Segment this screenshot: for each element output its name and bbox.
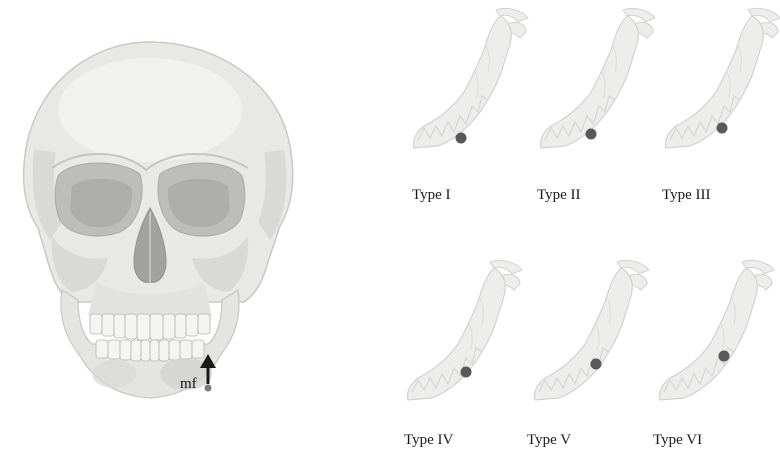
mf-label: mf xyxy=(180,376,197,392)
mandible-type-1: Type I xyxy=(412,8,528,203)
mental-foramen-dot xyxy=(717,123,728,134)
mandible-type-5: Type V xyxy=(527,260,649,448)
type-label: Type III xyxy=(662,187,711,203)
mandible-type-3: Type III xyxy=(662,8,780,203)
type-label: Type II xyxy=(537,187,581,203)
lower-teeth xyxy=(96,340,204,361)
mental-foramen-dot xyxy=(586,129,597,140)
type-label: Type V xyxy=(527,432,571,448)
mental-foramen-dot xyxy=(719,351,730,362)
mental-foramen-dot xyxy=(461,367,472,378)
mandible-type-4: Type IV xyxy=(404,260,522,448)
type-label: Type I xyxy=(412,187,451,203)
chin-shadow-left xyxy=(92,360,136,388)
mandible-type-6: Type VI xyxy=(653,260,774,448)
type-label: Type VI xyxy=(653,432,702,448)
mental-foramen-dot xyxy=(591,359,602,370)
type-label: Type IV xyxy=(404,432,454,448)
forehead-highlight xyxy=(58,58,242,162)
mandible-type-2: Type II xyxy=(537,8,655,203)
mental-foramen-dot xyxy=(456,133,467,144)
skull-illustration: mf xyxy=(24,42,293,398)
upper-teeth xyxy=(90,314,210,340)
